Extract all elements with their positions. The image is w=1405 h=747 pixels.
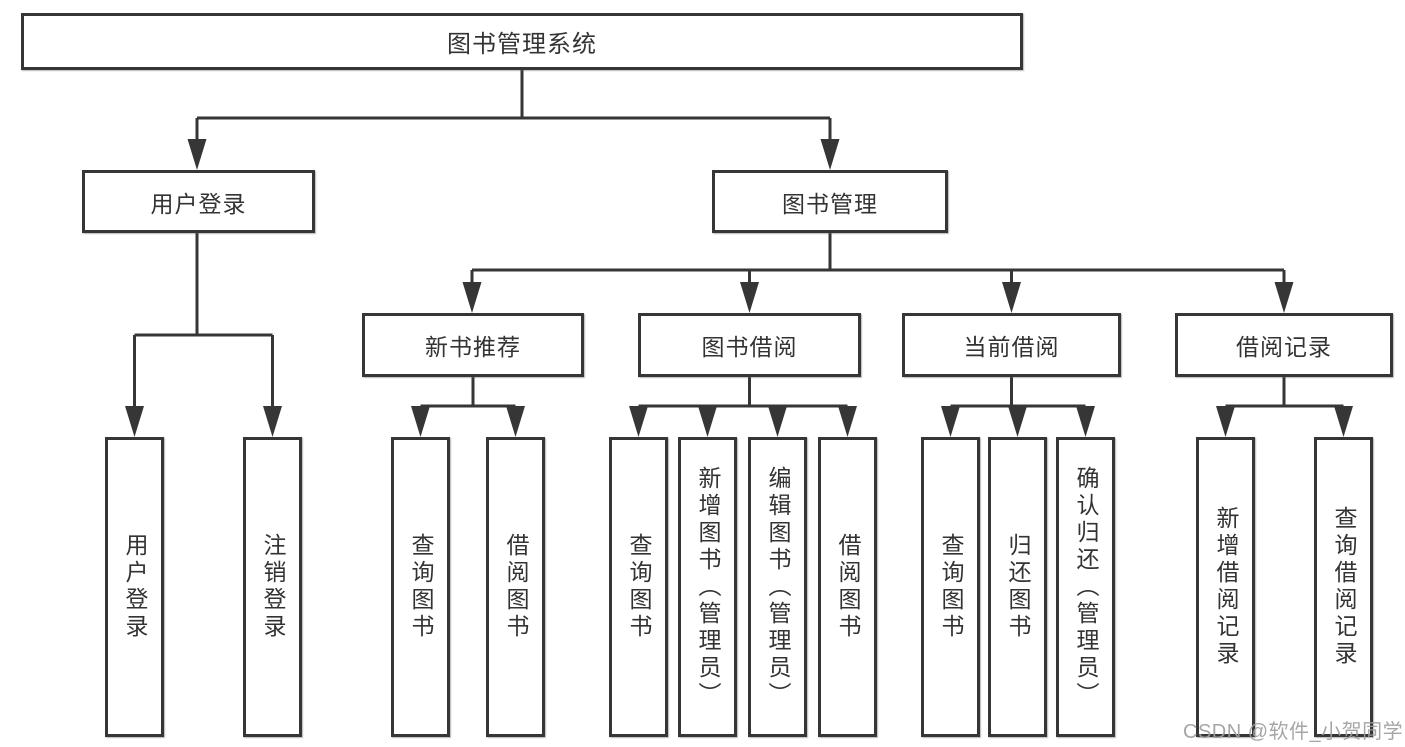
- node-book-borrowing: 图书借阅: [638, 313, 861, 377]
- node-label: 用户登录: [150, 190, 247, 217]
- node-recommend-query-books: 查询图书: [391, 437, 450, 737]
- node-book-management-branch: 图书管理: [712, 170, 948, 233]
- node-label: 新增图书（管理员）: [695, 465, 721, 709]
- node-new-book-recommendation: 新书推荐: [362, 313, 584, 377]
- node-edit-books-admin: 编辑图书（管理员）: [748, 437, 807, 737]
- node-label: 图书借阅: [701, 334, 798, 360]
- node-user-login-action: 用户登录: [105, 437, 164, 737]
- node-recommend-borrow-books: 借阅图书: [486, 437, 545, 737]
- node-label: 当前借阅: [963, 334, 1060, 360]
- node-label: 新增借阅记录: [1213, 506, 1239, 668]
- node-current-borrowing: 当前借阅: [902, 313, 1121, 377]
- arrowheads: [125, 139, 1353, 437]
- node-user-login-branch: 用户登录: [82, 170, 315, 233]
- node-query-borrowing-record: 查询借阅记录: [1314, 437, 1373, 737]
- node-label: 图书管理: [782, 190, 878, 217]
- node-label: 查询图书: [626, 533, 652, 641]
- node-label: 借阅记录: [1236, 334, 1332, 360]
- node-add-books-admin: 新增图书（管理员）: [678, 437, 737, 737]
- node-current-query-books: 查询图书: [921, 437, 980, 737]
- node-return-books: 归还图书: [988, 437, 1047, 737]
- node-label: 新书推荐: [425, 334, 521, 360]
- node-label: 编辑图书（管理员）: [765, 465, 791, 709]
- node-confirm-return-admin: 确认归还（管理员）: [1056, 437, 1115, 737]
- node-label: 归还图书: [1005, 533, 1031, 641]
- node-borrow-books: 借阅图书: [818, 437, 877, 737]
- node-borrowing-query-books: 查询图书: [609, 437, 668, 737]
- node-label: 注销登录: [260, 533, 286, 641]
- node-label: 查询借阅记录: [1331, 506, 1357, 668]
- node-label: 用户登录: [122, 533, 148, 641]
- node-label: 查询图书: [408, 533, 434, 641]
- node-label: 图书管理系统: [447, 31, 597, 58]
- node-logout-action: 注销登录: [243, 437, 302, 737]
- node-label: 查询图书: [938, 533, 964, 641]
- node-label: 确认归还（管理员）: [1073, 465, 1099, 709]
- node-label: 借阅图书: [503, 533, 529, 641]
- node-borrowing-records: 借阅记录: [1175, 313, 1393, 377]
- node-add-borrowing-record: 新增借阅记录: [1196, 437, 1255, 737]
- node-library-management-system: 图书管理系统: [21, 13, 1023, 70]
- csdn-watermark: CSDN @软件_小贺同学: [1183, 721, 1404, 743]
- node-label: 借阅图书: [835, 533, 861, 641]
